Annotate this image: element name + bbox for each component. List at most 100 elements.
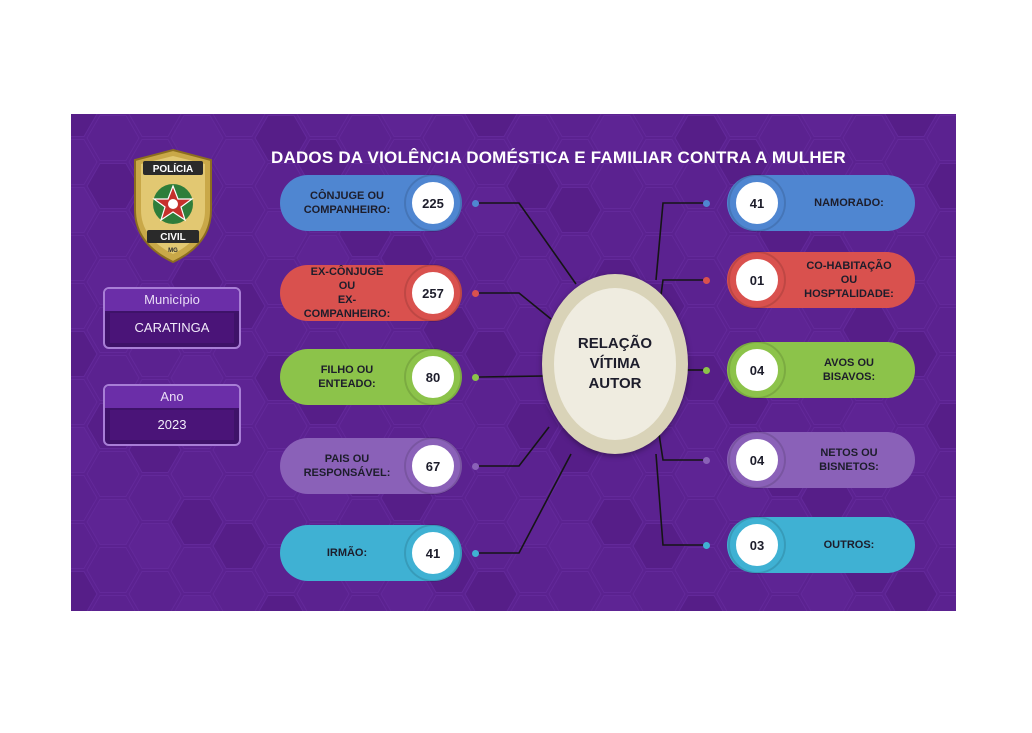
right-relation-label-4: OUTROS: — [823, 539, 875, 551]
hexagon-shape — [548, 139, 602, 185]
hexagon-shape — [71, 475, 98, 521]
hexagon-shape — [548, 187, 602, 233]
hexagon-shape — [71, 523, 98, 569]
hexagon-shape — [90, 595, 136, 611]
connector-lines — [478, 202, 703, 554]
right-relation-label-1: CO-HABITAÇÃO OU HOSPTALIDADE: — [804, 260, 894, 300]
left-relation-label-1: EX-CÔNJUGE OU EX-COMPANHEIRO: — [303, 266, 391, 320]
left-relation-value-1: 257 — [406, 266, 460, 320]
hexagon-shape — [506, 211, 560, 257]
left-relation-label-3: PAIS OU RESPONSÁVEL: — [303, 453, 391, 479]
right-connector-dot-2 — [703, 366, 710, 374]
hexagon-shape — [86, 499, 140, 545]
filter-municipio-label: Município — [105, 289, 239, 311]
hexagon-shape — [170, 451, 224, 497]
left-relation-value-2: 80 — [406, 350, 460, 404]
hexagon-shape — [128, 523, 182, 569]
hexagon-shape — [846, 595, 892, 611]
hexagon-shape — [296, 114, 350, 137]
hexagon-shape — [71, 427, 98, 473]
hexagon-shape — [506, 115, 560, 161]
hexagon-shape — [674, 211, 728, 257]
hexagon-shape — [254, 115, 308, 161]
hexagon-shape — [842, 115, 896, 161]
hexagon-shape — [212, 187, 266, 233]
right-connector-line-4 — [655, 453, 703, 546]
police-badge-icon: POLÍCIA CIVIL MG — [134, 148, 212, 264]
right-connector-dot-0 — [703, 199, 710, 207]
filter-municipio-value: CARATINGA — [110, 313, 234, 343]
hexagon-shape — [674, 547, 728, 593]
hexagon-shape — [380, 114, 434, 137]
left-connector-line-3 — [479, 426, 550, 467]
hexagon-shape — [464, 139, 518, 185]
hexagon-shape — [506, 403, 560, 449]
hexagon-shape — [464, 475, 518, 521]
hexagon-shape — [758, 115, 812, 161]
hexagon-shape — [884, 475, 938, 521]
hexagon-shape — [926, 115, 956, 161]
hexagon-shape — [71, 187, 98, 233]
hexagon-shape — [464, 187, 518, 233]
hexagon-shape — [71, 235, 98, 281]
hexagon-shape — [128, 114, 182, 137]
hexagon-shape — [632, 139, 686, 185]
hexagon-shape — [510, 595, 556, 611]
hexagon-shape — [71, 331, 98, 377]
hexagon-shape — [170, 499, 224, 545]
hexagon-shape — [464, 114, 518, 137]
hexagon-shape — [338, 115, 392, 161]
hexagon-shape — [506, 163, 560, 209]
hexagon-shape — [632, 114, 686, 137]
hexagon-shape — [926, 403, 956, 449]
hexagon-shape — [674, 499, 728, 545]
right-connector-dot-4 — [703, 541, 710, 549]
hexagon-shape — [926, 163, 956, 209]
badge-state-text: MG — [168, 248, 178, 254]
hexagon-shape — [926, 259, 956, 305]
hexagon-shape — [548, 523, 602, 569]
hexagon-shape — [716, 114, 770, 137]
right-relation-value-3: 04 — [730, 433, 784, 487]
hexagon-shape — [590, 547, 644, 593]
left-connector-dot-2 — [472, 373, 479, 381]
hexagon-shape — [71, 571, 98, 611]
right-relation-value-4: 03 — [730, 518, 784, 572]
left-relation-value-0: 225 — [406, 176, 460, 230]
hexagon-shape — [212, 235, 266, 281]
hexagon-shape — [926, 355, 956, 401]
hexagon-shape — [212, 571, 266, 611]
badge-top-text: POLÍCIA — [153, 162, 194, 175]
hexagon-shape — [464, 427, 518, 473]
hexagon-shape — [594, 595, 640, 611]
hexagon-shape — [128, 475, 182, 521]
hexagon-shape — [128, 571, 182, 611]
hexagon-shape — [548, 571, 602, 611]
left-relation-label-2: FILHO OU ENTEADO: — [318, 364, 376, 390]
hexagon-shape — [174, 595, 220, 611]
hexagon-shape — [762, 595, 808, 611]
hexagon-shape — [506, 451, 560, 497]
hexagon-shape — [632, 571, 686, 611]
filter-ano-value: 2023 — [110, 410, 234, 440]
center-label: RELAÇÃO VÍTIMA AUTOR — [554, 288, 676, 440]
filter-municipio[interactable]: Município CARATINGA — [103, 287, 241, 349]
hexagon-shape — [926, 307, 956, 353]
filter-ano[interactable]: Ano 2023 — [103, 384, 241, 446]
hexagon-shape — [884, 139, 938, 185]
right-relation-label-3: NETOS OU BISNETOS: — [819, 447, 879, 473]
right-connector-dot-1 — [703, 276, 710, 284]
hexagon-shape — [86, 547, 140, 593]
hexagon-shape — [800, 114, 854, 137]
left-connector-dot-0 — [472, 199, 479, 207]
hexagon-shape — [926, 499, 956, 545]
hexagon-shape — [674, 115, 728, 161]
hexagon-shape — [71, 139, 98, 185]
hexagon-shape — [422, 115, 476, 161]
hexagon-shape — [674, 259, 728, 305]
hexagon-shape — [884, 571, 938, 611]
left-connector-dot-3 — [472, 462, 479, 470]
left-connector-line-1 — [479, 292, 552, 320]
hexagon-shape — [632, 187, 686, 233]
hexagon-shape — [212, 427, 266, 473]
